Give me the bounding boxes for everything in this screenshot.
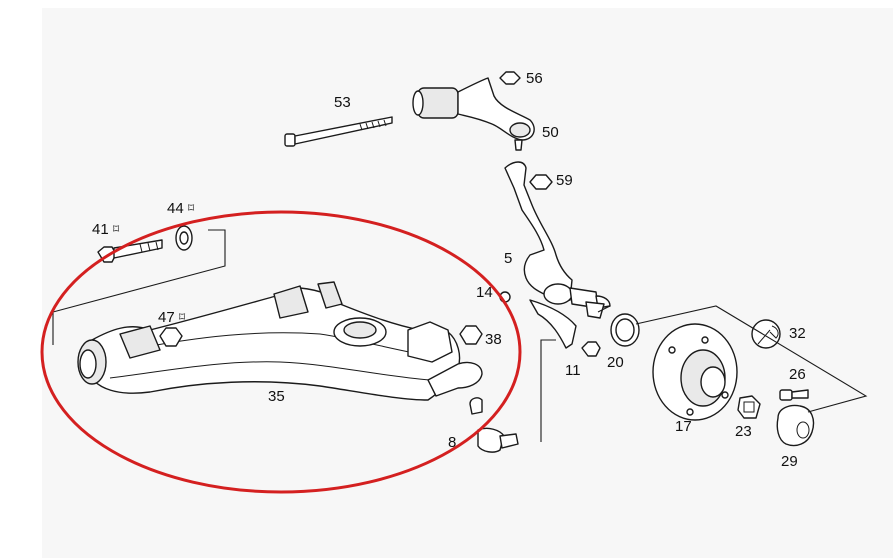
nut-11 <box>581 341 601 357</box>
callout-50: 50 <box>542 124 559 141</box>
bolt-26 <box>779 389 809 401</box>
leader-lines <box>52 229 868 442</box>
callout-53: 53 <box>334 94 351 111</box>
nut-56 <box>499 71 521 85</box>
washer-44 <box>175 225 193 251</box>
callout-26: 26 <box>789 366 806 383</box>
seal-20 <box>610 313 640 347</box>
callout-8: 8 <box>448 434 456 451</box>
steering-knuckle <box>504 161 611 349</box>
callout-20: 20 <box>607 354 624 371</box>
callout-41: 41 <box>92 221 109 238</box>
callout-23: 23 <box>735 423 752 440</box>
symbol-mark-41: ⌑ <box>113 222 120 236</box>
callout-35: 35 <box>268 388 285 405</box>
nut-59 <box>529 174 553 190</box>
callout-56: 56 <box>526 70 543 87</box>
callout-labels: 53 56 50 59 44 ⌑ 41 ⌑ 47 ⌑ 5 14 38 32 35… <box>92 70 806 470</box>
callout-32: 32 <box>789 325 806 342</box>
upper-wishbone <box>412 77 535 151</box>
clamp-nut-23 <box>737 395 761 419</box>
upper-arm-bolt <box>284 116 393 147</box>
grease-cap-29 <box>776 404 815 447</box>
callout-38: 38 <box>485 331 502 348</box>
callout-47: 47 <box>158 309 175 326</box>
callout-17: 17 <box>675 418 692 435</box>
highlight-ellipse <box>40 210 522 494</box>
wheel-hub <box>652 323 738 421</box>
wrench-icon <box>751 319 781 349</box>
callout-14: 14 <box>476 284 493 301</box>
ball-joint-8 <box>469 397 519 453</box>
symbol-mark-44: ⌑ <box>188 201 195 215</box>
symbol-mark-47: ⌑ <box>179 310 186 324</box>
callout-59: 59 <box>556 172 573 189</box>
callout-29: 29 <box>781 453 798 470</box>
nut-47 <box>159 327 183 347</box>
lower-wishbone <box>77 281 483 401</box>
nut-38 <box>459 325 483 345</box>
callout-44: 44 <box>167 200 184 217</box>
callout-5: 5 <box>504 250 512 267</box>
callout-11: 11 <box>565 362 581 379</box>
